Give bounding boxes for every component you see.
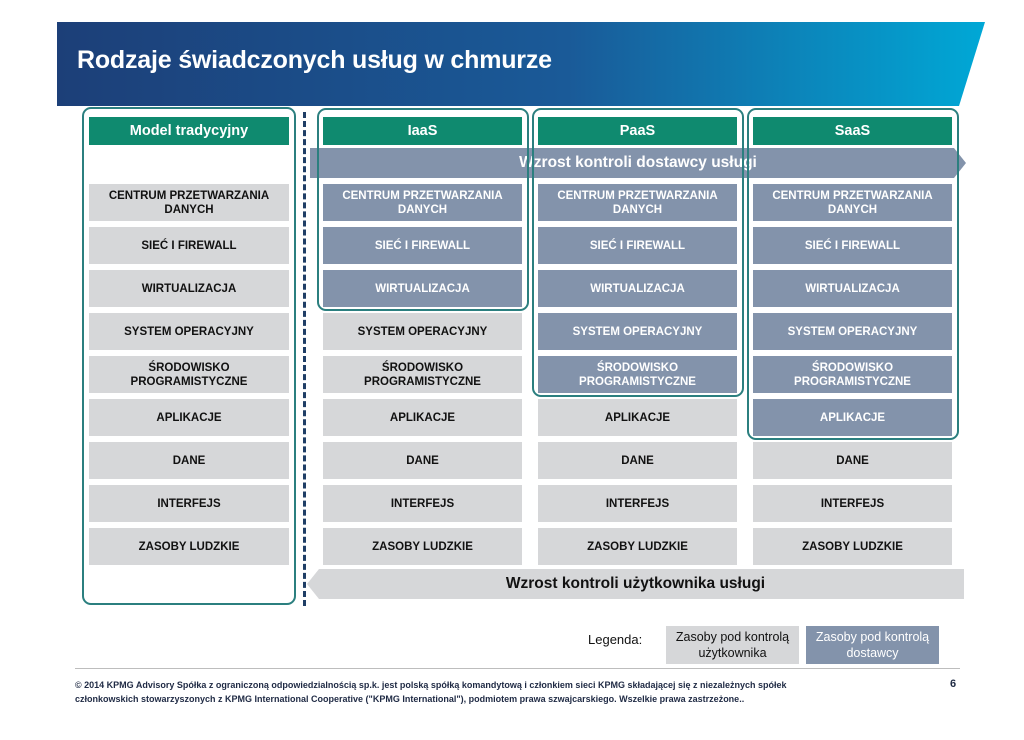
cell-iaas-applications: APLIKACJE xyxy=(323,399,522,436)
cell-traditional-network-firewall: SIEĆ I FIREWALL xyxy=(89,227,289,264)
banner-background xyxy=(57,22,985,106)
header-iaas: IaaS xyxy=(323,117,522,145)
divider-line xyxy=(303,112,306,606)
legend-label: Legenda: xyxy=(588,632,643,647)
legend-provider-resources: Zasoby pod kontrolą dostawcy xyxy=(806,626,939,664)
traditional-model-frame xyxy=(82,107,296,605)
legend-user-resources: Zasoby pod kontrolą użytkownika xyxy=(666,626,799,664)
cell-iaas-network-firewall: SIEĆ I FIREWALL xyxy=(323,227,522,264)
user-arrow-label: Wzrost kontroli użytkownika usługi xyxy=(505,575,766,592)
cell-traditional-human-resources: ZASOBY LUDZKIE xyxy=(89,528,289,565)
user-control-arrow: Wzrost kontroli użytkownika usługi xyxy=(307,569,964,599)
cell-paas-virtualization: WIRTUALIZACJA xyxy=(538,270,737,307)
cell-iaas-interface: INTERFEJS xyxy=(323,485,522,522)
cell-saas-operating-system: SYSTEM OPERACYJNY xyxy=(753,313,952,350)
cell-saas-virtualization: WIRTUALIZACJA xyxy=(753,270,952,307)
cell-paas-interface: INTERFEJS xyxy=(538,485,737,522)
cell-saas-data: DANE xyxy=(753,442,952,479)
cell-iaas-human-resources: ZASOBY LUDZKIE xyxy=(323,528,522,565)
cell-paas-data: DANE xyxy=(538,442,737,479)
header-traditional: Model tradycyjny xyxy=(89,117,289,145)
cell-iaas-data: DANE xyxy=(323,442,522,479)
cell-iaas-data-center: CENTRUM PRZETWARZANIA DANYCH xyxy=(323,184,522,221)
provider-arrow-label: Wzrost kontroli dostawcy usługi xyxy=(519,154,757,171)
arrow-right-icon xyxy=(310,148,966,178)
cell-iaas-virtualization: WIRTUALIZACJA xyxy=(323,270,522,307)
cell-saas-interface: INTERFEJS xyxy=(753,485,952,522)
cell-saas-human-resources: ZASOBY LUDZKIE xyxy=(753,528,952,565)
saas-provider-frame xyxy=(747,108,959,440)
cell-traditional-applications: APLIKACJE xyxy=(89,399,289,436)
title-banner xyxy=(57,22,985,106)
cell-traditional-virtualization: WIRTUALIZACJA xyxy=(89,270,289,307)
paas-provider-frame xyxy=(532,108,744,397)
cell-paas-network-firewall: SIEĆ I FIREWALL xyxy=(538,227,737,264)
cell-saas-dev-environment: ŚRODOWISKO PROGRAMISTYCZNE xyxy=(753,356,952,393)
cell-paas-human-resources: ZASOBY LUDZKIE xyxy=(538,528,737,565)
cell-traditional-interface: INTERFEJS xyxy=(89,485,289,522)
cell-traditional-data-center: CENTRUM PRZETWARZANIA DANYCH xyxy=(89,184,289,221)
cell-iaas-operating-system: SYSTEM OPERACYJNY xyxy=(323,313,522,350)
cell-saas-network-firewall: SIEĆ I FIREWALL xyxy=(753,227,952,264)
cell-paas-operating-system: SYSTEM OPERACYJNY xyxy=(538,313,737,350)
footer-copyright: © 2014 KPMG Advisory Spółka z ograniczon… xyxy=(75,680,787,704)
cell-traditional-operating-system: SYSTEM OPERACYJNY xyxy=(89,313,289,350)
cell-paas-data-center: CENTRUM PRZETWARZANIA DANYCH xyxy=(538,184,737,221)
cell-traditional-data: DANE xyxy=(89,442,289,479)
arrow-left-icon xyxy=(307,569,964,599)
iaas-provider-frame xyxy=(317,108,529,311)
page-number: 6 xyxy=(950,678,957,690)
cell-paas-applications: APLIKACJE xyxy=(538,399,737,436)
page-title: Rodzaje świadczonych usług w chmurze xyxy=(77,46,552,74)
cell-saas-applications: APLIKACJE xyxy=(753,399,952,436)
cell-iaas-dev-environment: ŚRODOWISKO PROGRAMISTYCZNE xyxy=(323,356,522,393)
cell-paas-dev-environment: ŚRODOWISKO PROGRAMISTYCZNE xyxy=(538,356,737,393)
footer-divider xyxy=(75,668,960,669)
cell-saas-data-center: CENTRUM PRZETWARZANIA DANYCH xyxy=(753,184,952,221)
header-saas: SaaS xyxy=(753,117,952,145)
header-paas: PaaS xyxy=(538,117,737,145)
cell-traditional-dev-environment: ŚRODOWISKO PROGRAMISTYCZNE xyxy=(89,356,289,393)
provider-control-arrow: Wzrost kontroli dostawcy usługi xyxy=(310,148,966,178)
